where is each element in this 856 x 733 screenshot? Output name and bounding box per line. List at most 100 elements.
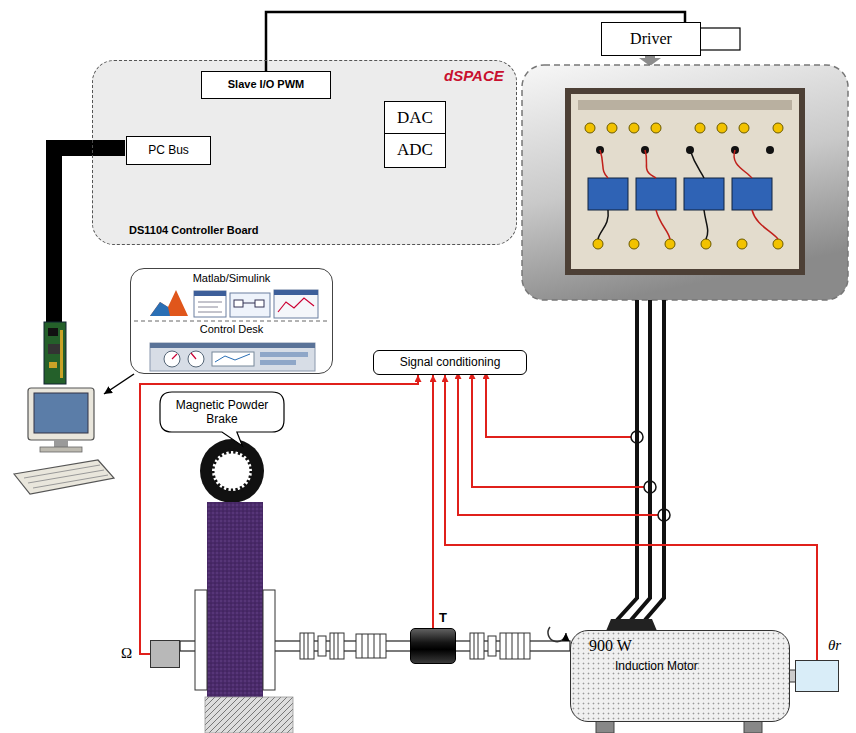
inverter-panel: [585, 123, 783, 249]
board-name: DS1104 Controller Board: [129, 224, 259, 237]
shaft-couplings: [506, 633, 524, 659]
computer-icon: [28, 388, 94, 440]
brake-illustration: [212, 451, 252, 491]
inverter-panel: [684, 178, 724, 210]
inverter-panel: [565, 88, 805, 275]
computer-icon: [14, 460, 114, 494]
callout-outline: [160, 392, 284, 446]
brand-logo: dSPACE: [444, 67, 504, 85]
brake-illustration: [180, 439, 570, 733]
software-panel-art: [194, 291, 226, 317]
inverter-panel: [766, 146, 774, 154]
brake-illustration: [195, 590, 207, 690]
rotation-arrow: [548, 627, 566, 642]
inverter-panel: [585, 123, 595, 133]
interface-card: [48, 344, 60, 354]
inverter-panel: [596, 146, 774, 154]
inverter-panel: [737, 239, 747, 249]
inverter-panel: [588, 178, 772, 210]
driver-label: Driver: [630, 29, 672, 48]
current-sensor-wires: [472, 372, 644, 487]
current-sensor-wires: [458, 372, 658, 515]
computer-icon: [14, 388, 114, 494]
software-panel-art: [130, 268, 333, 374]
inverter-panel: [629, 239, 639, 249]
inverter-panel: [690, 150, 704, 178]
torque-sensor: T: [410, 628, 456, 664]
software-panel-art: [260, 352, 308, 357]
software-name: Control Desk: [200, 323, 264, 336]
inverter-panel: [607, 123, 617, 133]
inverter-panel: [701, 239, 711, 249]
computer-icon: [34, 393, 88, 433]
motor-name: Induction Motor: [615, 659, 698, 673]
signal-conditioning-box: Signal conditioning: [373, 350, 527, 375]
bus-label: PC Bus: [148, 143, 189, 157]
controller-board-region: Slave I/O PWM PC Bus DAC ADC DS1104 Controll…: [92, 60, 517, 245]
software-panel-art: [150, 302, 170, 316]
adc-box: ADC: [384, 133, 446, 168]
inverter-panel: [522, 65, 848, 300]
software-panel-art: [150, 343, 315, 348]
inverter-panel: [522, 65, 848, 300]
shaft-couplings: [356, 634, 386, 658]
software-panel-art: [172, 353, 196, 359]
inverter-panel: [732, 178, 772, 210]
current-sensor-wires: [458, 372, 658, 515]
pwm-label: Slave I/O PWM: [228, 78, 304, 91]
interface-card: [48, 328, 58, 336]
software-to-pc-arrow: [104, 374, 134, 394]
software-panel: Matlab/SimulinkControl Desk: [130, 268, 333, 374]
inverter-panel: [629, 123, 639, 133]
dac-box: DAC: [384, 101, 446, 136]
brake-illustration: [263, 590, 275, 690]
inverter-panel: [773, 239, 783, 249]
torque-symbol: T: [439, 610, 447, 626]
inverter-panel: [645, 150, 656, 178]
controller-board-ground: [92, 60, 517, 245]
computer-icon: [40, 447, 82, 452]
software-panel-art: [150, 290, 188, 316]
inverter-panel: [734, 150, 752, 178]
converter-label: ADC: [397, 140, 433, 160]
callout-text: Magnetic Powder Brake: [166, 398, 278, 427]
software-panel-art: [274, 290, 318, 295]
angle-symbol: θr: [828, 636, 841, 654]
motor-feet: [596, 721, 762, 733]
software-panel-art: [255, 300, 264, 307]
shaft-couplings: [300, 633, 314, 659]
inverter-panel: [717, 123, 727, 133]
software-panel-art: [274, 290, 318, 318]
inverter-panel: [656, 210, 670, 239]
interface-card: [49, 362, 57, 368]
motor-cables: [617, 300, 637, 620]
motor-feet: [596, 721, 614, 733]
pc-bus-box: PC Bus: [126, 136, 211, 165]
motor-feet: [744, 721, 762, 733]
current-sensor-wires: [486, 372, 631, 437]
software-panel-art: [278, 298, 314, 312]
motor-cables: [631, 300, 650, 620]
shaft-couplings: [488, 636, 496, 656]
inverter-panel: [665, 239, 675, 249]
driver-box: Driver: [601, 22, 701, 56]
inverter-panel: [598, 210, 608, 239]
inverter-panel: [773, 123, 783, 133]
brake-illustration: [200, 439, 264, 503]
inverter-panel: [752, 210, 778, 239]
shaft-couplings: [500, 633, 530, 659]
inverter-panel: [704, 210, 708, 239]
brake-illustration: [205, 697, 293, 733]
inverter-panel: [636, 178, 676, 210]
brand-logo: dSPACE: [444, 67, 504, 85]
inverter-panel: [739, 123, 749, 133]
interface-card: [60, 330, 63, 378]
interface-card: [44, 322, 66, 384]
computer-icon: [54, 440, 68, 447]
inverter-panel: [578, 100, 792, 110]
software-panel-art: [215, 354, 250, 362]
brake-illustration: [207, 502, 263, 697]
callout-bubble: Magnetic Powder Brake: [160, 392, 284, 432]
current-sensor-loops: [631, 431, 670, 521]
inverter-panel: [571, 94, 799, 269]
